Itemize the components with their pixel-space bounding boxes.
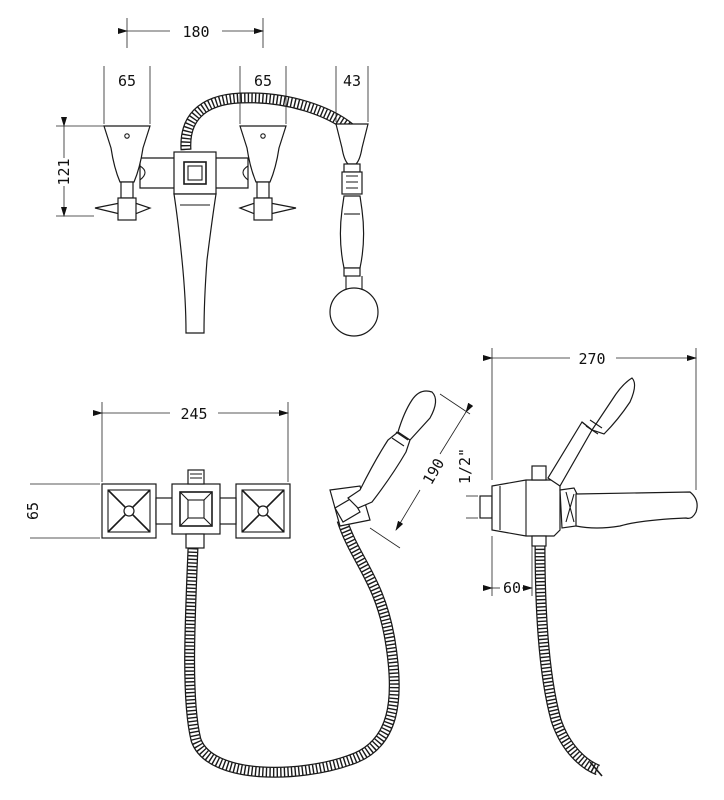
front-shower-head bbox=[329, 287, 379, 337]
front-center-block bbox=[173, 151, 217, 195]
front-shower-holder bbox=[335, 123, 369, 165]
side-hand-shower bbox=[547, 421, 593, 487]
dim-front-height: 121 bbox=[55, 158, 73, 185]
side-spout bbox=[575, 491, 698, 529]
side-inlet bbox=[479, 495, 493, 519]
front-hand-shower bbox=[339, 195, 365, 269]
front-left-handle bbox=[103, 125, 151, 183]
dim-top-width: 245 bbox=[180, 405, 207, 423]
top-hand-shower bbox=[347, 390, 437, 509]
dim-holder-length: 190 bbox=[419, 455, 448, 487]
side-view bbox=[466, 348, 698, 777]
dim-side-outlet: 60 bbox=[503, 579, 521, 597]
dim-front-handle-left: 65 bbox=[118, 72, 136, 90]
dim-front-width-total: 180 bbox=[182, 23, 209, 41]
front-view bbox=[56, 18, 379, 337]
front-spout bbox=[173, 193, 217, 334]
dim-side-thread: 1/2" bbox=[456, 448, 474, 484]
dim-top-depth: 65 bbox=[24, 502, 42, 520]
dim-front-handle-right: 65 bbox=[254, 72, 272, 90]
dim-front-shower-holder: 43 bbox=[343, 72, 361, 90]
dim-side-length: 270 bbox=[578, 350, 605, 368]
front-right-handle bbox=[239, 125, 287, 183]
top-view bbox=[30, 390, 474, 778]
